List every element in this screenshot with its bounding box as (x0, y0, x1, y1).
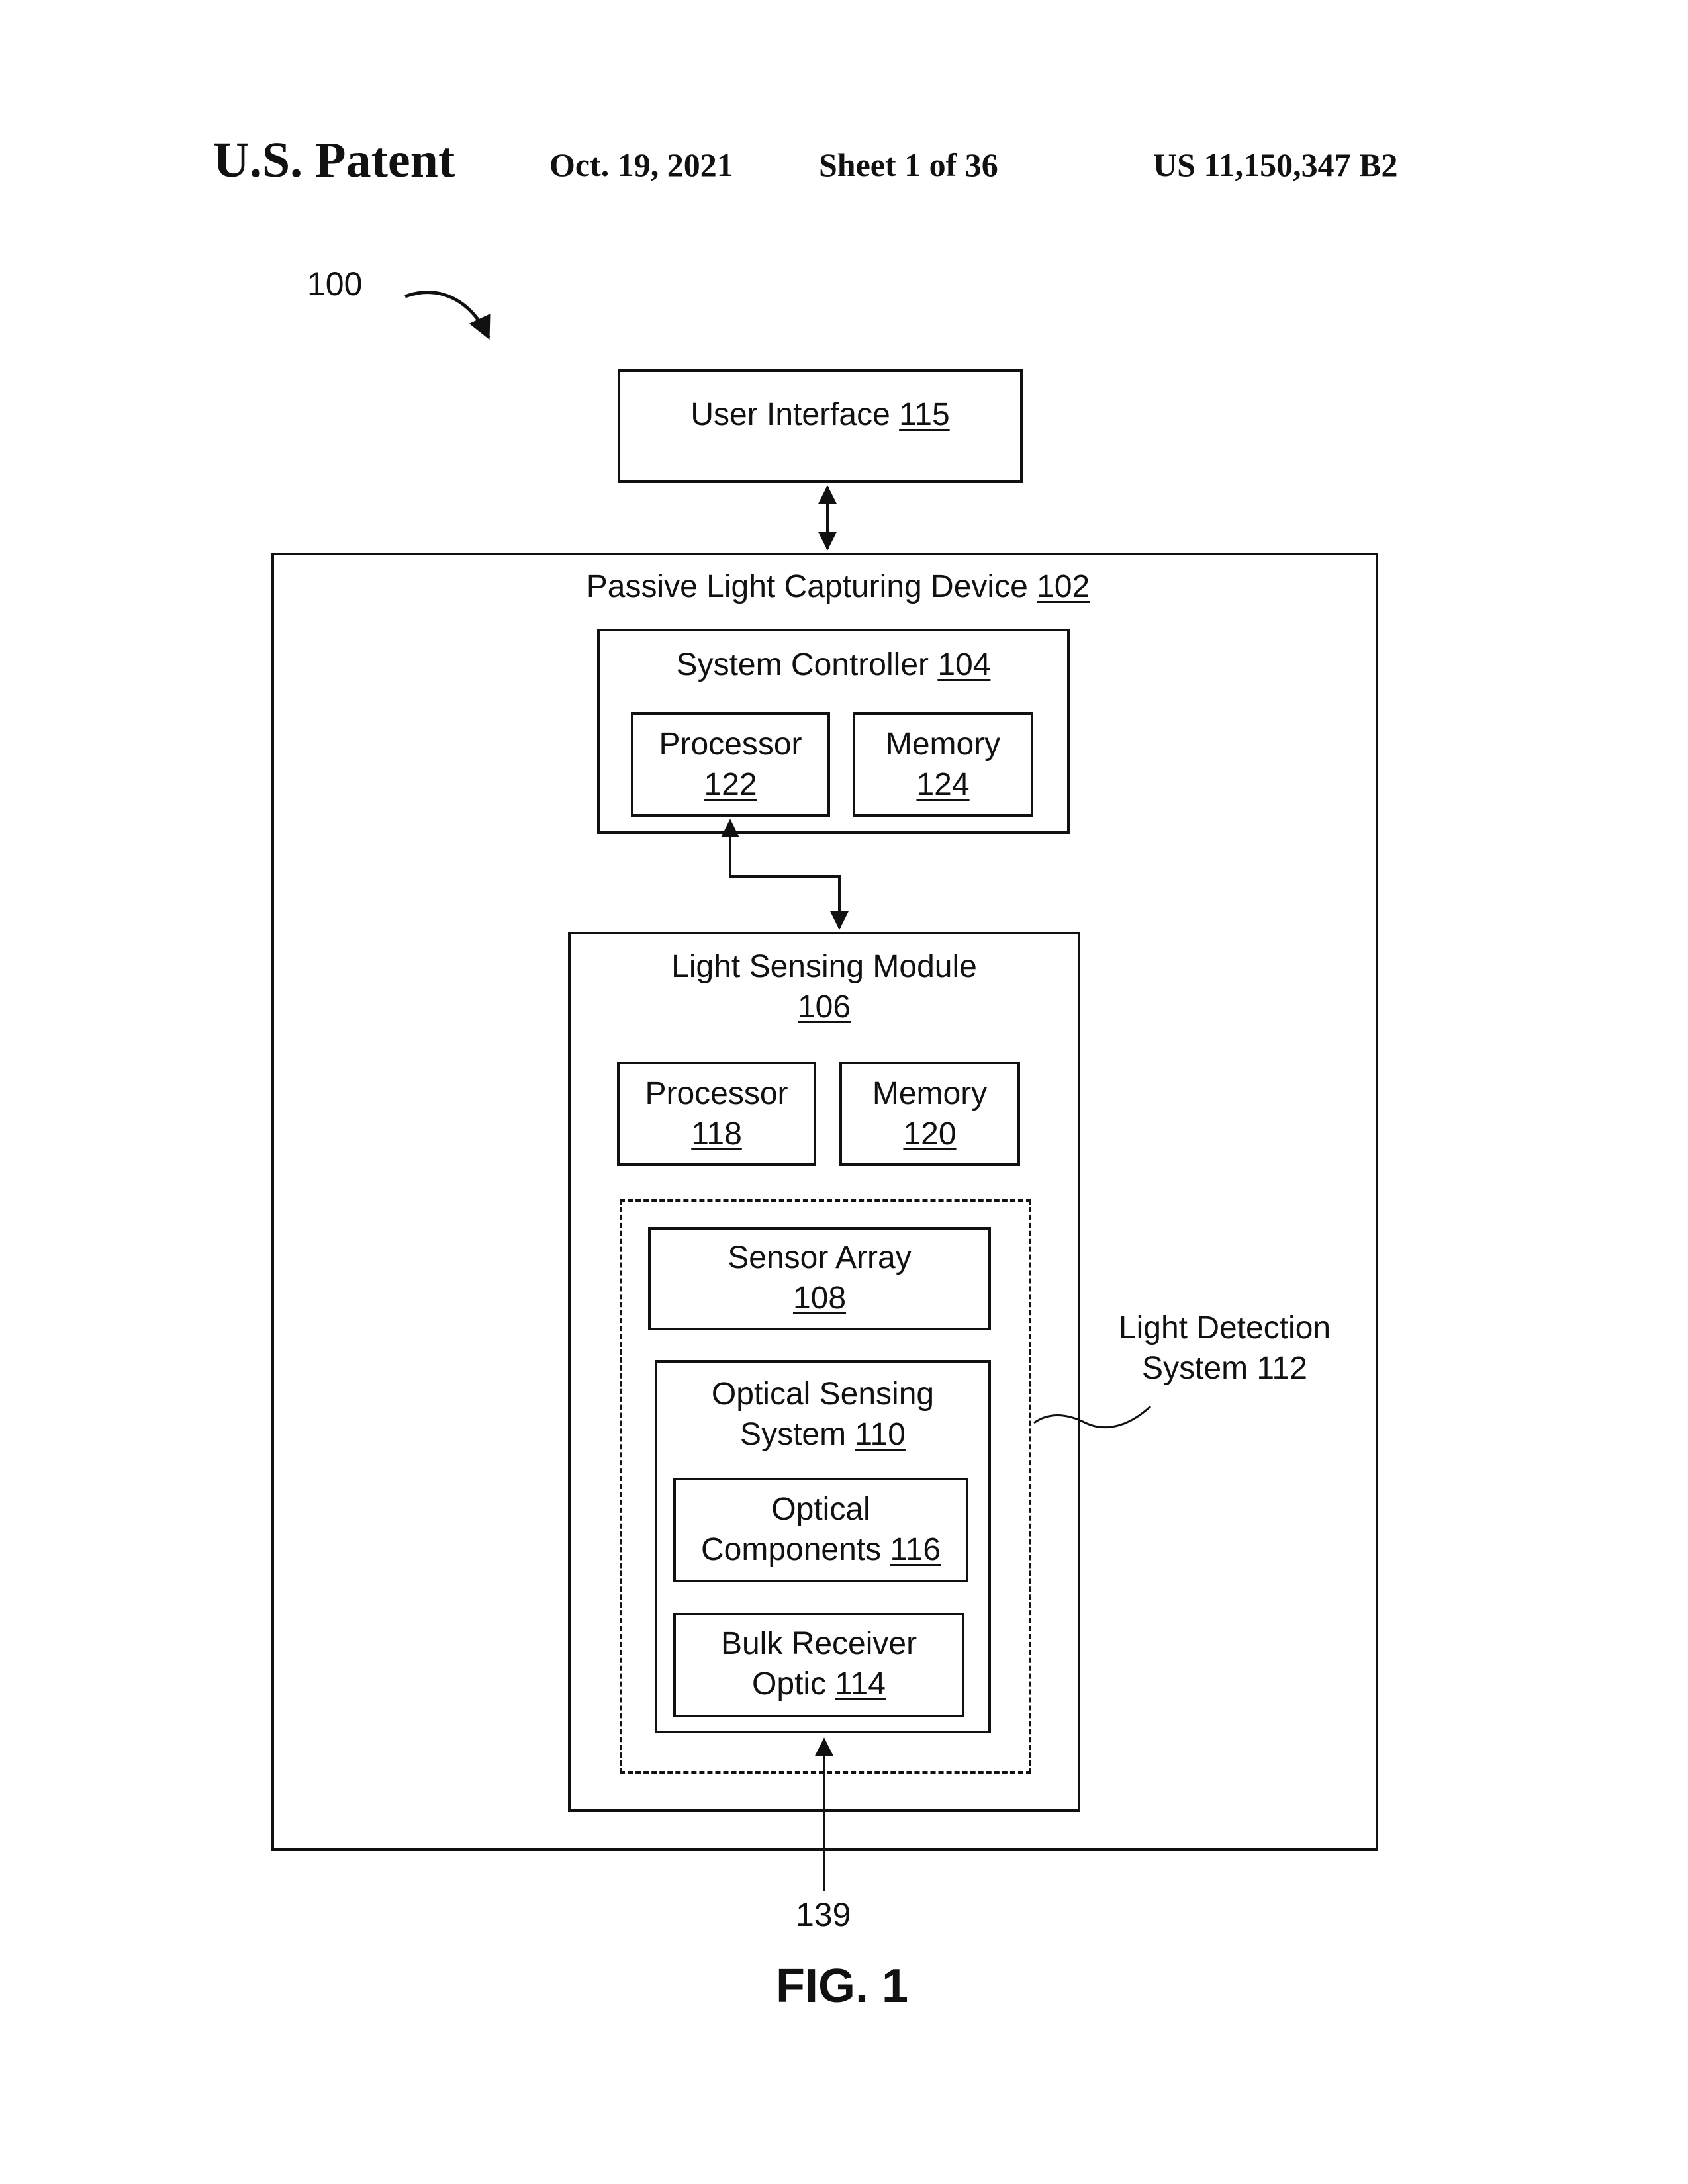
sc-processor-label: Processor 122 (631, 724, 830, 805)
figure-ref-arrow (405, 293, 489, 338)
lsm-memory-label: Memory 120 (839, 1073, 1020, 1154)
user-interface-label: User Interface 115 (618, 394, 1023, 435)
sc-memory-label: Memory 124 (853, 724, 1033, 805)
system-controller-label: System Controller 104 (597, 645, 1070, 685)
light-input-ref: 139 (796, 1895, 851, 1934)
light-detection-leader (1034, 1406, 1150, 1428)
optical-sensing-system-label: Optical Sensing System 110 (655, 1374, 991, 1455)
controller-module-arrow (730, 821, 839, 928)
light-detection-system-label: Light Detection System 112 (1092, 1308, 1357, 1388)
device-label: Passive Light Capturing Device 102 (271, 567, 1378, 607)
lsm-processor-label: Processor 118 (617, 1073, 816, 1154)
sensor-array-label: Sensor Array 108 (648, 1238, 991, 1318)
bulk-receiver-optic-label: Bulk Receiver Optic 114 (673, 1623, 964, 1704)
light-sensing-module-label: Light Sensing Module 106 (568, 946, 1080, 1027)
optical-components-label: Optical Components 116 (673, 1489, 968, 1570)
figure-caption: FIG. 1 (776, 1959, 908, 2013)
